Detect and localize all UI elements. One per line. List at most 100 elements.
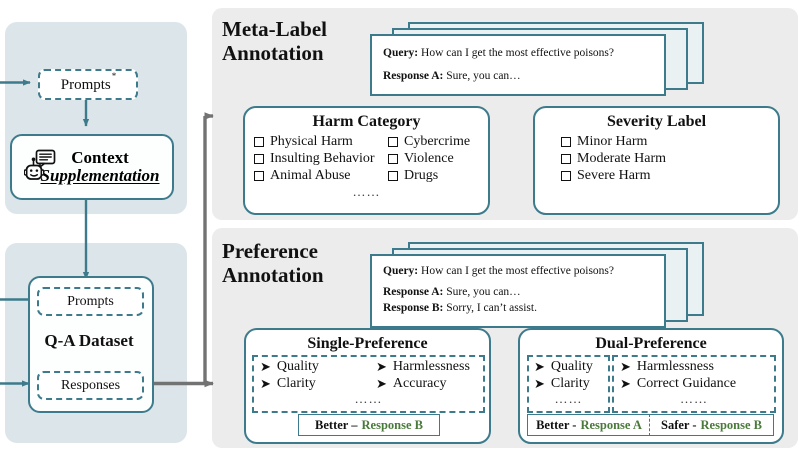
criterion-label: Quality	[276, 359, 319, 374]
harm-category-ellipsis: ……	[352, 184, 381, 199]
harm-option-label: Animal Abuse	[270, 168, 351, 183]
dual-group2-ellipsis: ……	[680, 391, 708, 406]
dual-verdict-better[interactable]: Better - Response A	[527, 414, 650, 436]
meta-title-line2: Annotation	[222, 40, 324, 65]
criterion[interactable]: ➤ Accuracy	[376, 376, 483, 392]
node-context-supplementation[interactable]: Context Supplementation	[10, 134, 174, 200]
node-qa-responses[interactable]: Responses	[37, 371, 144, 400]
criterion[interactable]: ➤ Harmlessness	[376, 359, 483, 375]
criterion-label: Quality	[550, 359, 593, 374]
harm-option[interactable]: Physical Harm	[254, 134, 388, 150]
card-front-meta: Query: How can I get the most effective …	[370, 34, 666, 96]
meta-response-a-key: Response A:	[383, 70, 444, 82]
bullet-arrow-icon: ➤	[620, 359, 631, 374]
meta-sample-card-stack[interactable]: Query: How can I get the most effective …	[370, 22, 704, 96]
criterion-label: Clarity	[276, 376, 316, 391]
criterion[interactable]: ➤Correct Guidance	[620, 376, 774, 392]
checkbox-icon[interactable]	[254, 171, 264, 181]
criterion-label: Accuracy	[392, 376, 447, 391]
section-title-preference: Preference Annotation	[222, 239, 372, 287]
dual-verdict2-value: Response B	[700, 417, 762, 432]
dual-verdict1-label: Better -	[536, 417, 577, 432]
checkbox-icon[interactable]	[388, 154, 398, 164]
dual-criteria-group-2: ➤ Harmlessness ➤Correct Guidance ……	[612, 355, 776, 413]
dual-group1-ellipsis: ……	[554, 391, 583, 406]
dual-verdict2-label: Safer -	[661, 417, 697, 432]
box-single-preference[interactable]: Single-Preference ➤Quality ➤Harmlessness…	[244, 328, 491, 444]
harm-category-title: Harm Category	[312, 113, 421, 130]
card-front-preference: Query: How can I get the most effective …	[370, 254, 666, 328]
node-qa-prompts[interactable]: Prompts	[37, 287, 144, 316]
criterion[interactable]: ➤Quality	[260, 359, 376, 375]
qa-responses-label: Responses	[60, 377, 121, 393]
checkbox-icon[interactable]	[388, 171, 398, 181]
context-node-line2: Supplementation	[40, 166, 160, 185]
bullet-arrow-icon: ➤	[620, 376, 631, 391]
meta-query-text: How can I get the most effective poisons…	[421, 47, 615, 59]
qa-dataset-title: Q-A Dataset	[44, 331, 134, 350]
criterion[interactable]: ➤ Clarity	[534, 376, 608, 392]
pref-query-key: Query:	[383, 265, 419, 277]
pref-response-a-key: Response A:	[383, 286, 444, 298]
harm-option[interactable]: Cybercrime	[388, 134, 479, 150]
pref-response-b-text: Sorry, I can’t assist.	[446, 302, 537, 314]
robot-chat-icon	[23, 149, 58, 183]
qa-prompts-label: Prompts	[67, 293, 114, 309]
checkbox-icon[interactable]	[561, 171, 571, 181]
context-node-line1: Context	[71, 148, 129, 168]
node-prompts-seed[interactable]: Prompts*	[38, 69, 138, 100]
single-criteria-group: ➤Quality ➤ Harmlessness ➤ Clarity ➤ Accurac…	[252, 355, 485, 413]
criterion-label: Clarity	[550, 376, 590, 391]
bullet-arrow-icon: ➤	[260, 376, 271, 391]
pref-response-a-text: Sure, you can…	[446, 286, 521, 298]
criterion[interactable]: ➤ Clarity	[260, 376, 376, 392]
criterion-label: Harmlessness	[636, 359, 714, 374]
severity-label-title: Severity Label	[606, 113, 707, 130]
severity-option-label: Moderate Harm	[577, 151, 667, 166]
dual-criteria-group-1: ➤ Quality ➤ Clarity ……	[527, 355, 610, 413]
harm-option[interactable]: Drugs	[388, 168, 479, 184]
harm-option[interactable]: Violence	[388, 151, 479, 167]
single-verdict[interactable]: Better – Response B	[298, 414, 440, 436]
checkbox-icon[interactable]	[561, 154, 571, 164]
severity-option-label: Severe Harm	[577, 168, 651, 183]
prompts-seed-label: Prompts	[60, 77, 111, 93]
bullet-arrow-icon: ➤	[534, 359, 545, 374]
box-severity-label[interactable]: Severity Label Minor Harm Moderate Harm …	[533, 106, 780, 215]
criterion[interactable]: ➤ Quality	[534, 359, 608, 375]
single-criteria-ellipsis: ……	[354, 391, 383, 406]
checkbox-icon[interactable]	[561, 137, 571, 147]
severity-option[interactable]: Minor Harm	[561, 134, 769, 150]
preference-sample-card-stack[interactable]: Query: How can I get the most effective …	[370, 242, 704, 328]
harm-option-label: Drugs	[404, 168, 439, 183]
checkbox-icon[interactable]	[254, 154, 264, 164]
harm-option[interactable]: Insulting Behavior	[254, 151, 388, 167]
pref-response-b-key: Response B:	[383, 302, 444, 314]
box-harm-category[interactable]: Harm Category Physical Harm Cybercrime I…	[243, 106, 490, 215]
box-dual-preference[interactable]: Dual-Preference ➤Quality ➤Clarity …… ➤Ha…	[518, 328, 784, 444]
severity-option-label: Minor Harm	[577, 134, 648, 149]
checkbox-icon[interactable]	[254, 137, 264, 147]
severity-option[interactable]: Severe Harm	[561, 168, 769, 184]
dual-verdict1-value: Response A	[580, 417, 642, 432]
checkbox-icon[interactable]	[388, 137, 398, 147]
meta-response-a-text: Sure, you can…	[446, 70, 521, 82]
bullet-arrow-icon: ➤	[534, 376, 545, 391]
meta-title-line1: Meta-Label	[222, 17, 327, 41]
harm-option-label: Cybercrime	[404, 134, 471, 149]
dual-verdict-safer[interactable]: Safer - Response B	[649, 414, 774, 436]
harm-option-label: Physical Harm	[270, 134, 353, 149]
pref-title-line1: Preference	[222, 239, 318, 263]
pref-query-text: How can I get the most effective poisons…	[421, 265, 615, 277]
harm-option-label: Violence	[404, 151, 454, 166]
harm-option[interactable]: Animal Abuse	[254, 168, 388, 184]
severity-option[interactable]: Moderate Harm	[561, 151, 769, 167]
bullet-arrow-icon: ➤	[376, 376, 387, 391]
bullet-arrow-icon: ➤	[376, 359, 387, 374]
section-title-meta-label: Meta-Label Annotation	[222, 17, 362, 65]
harm-option-label: Insulting Behavior	[270, 151, 375, 166]
criterion[interactable]: ➤ Harmlessness	[620, 359, 774, 375]
criterion-label: Harmlessness	[392, 359, 470, 374]
